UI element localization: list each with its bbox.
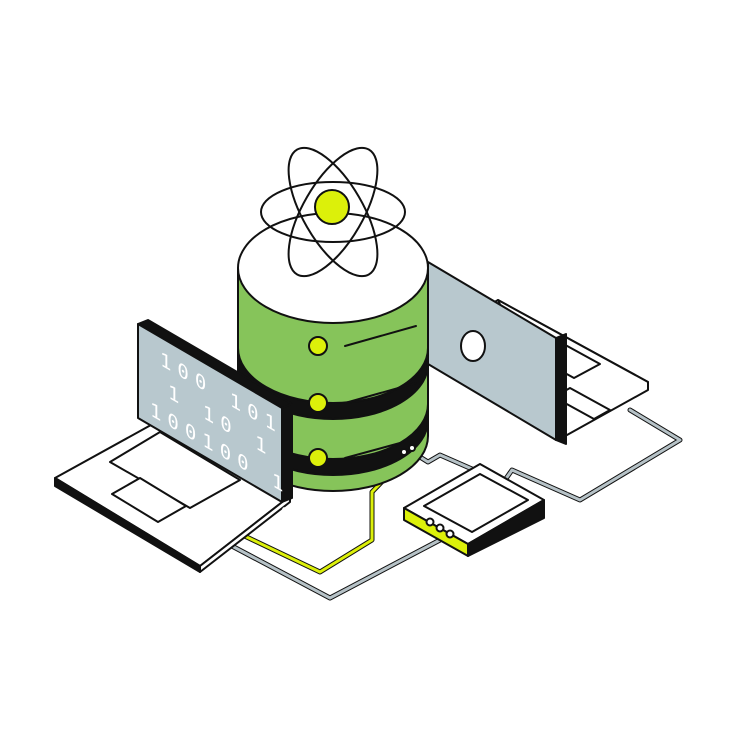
atom-icon	[260, 146, 406, 278]
laptop-right-screen-back	[427, 261, 557, 441]
laptop-left: 100 101 1 10 1 100100 1 100 1 0	[54, 319, 298, 573]
server-led-middle	[308, 393, 328, 413]
server-led-bottom	[308, 448, 328, 468]
atom-nucleus	[314, 189, 350, 225]
server-top-cap	[237, 212, 429, 324]
router-box	[403, 463, 545, 557]
server-led-top	[308, 336, 328, 356]
laptop-right-logo	[460, 330, 486, 362]
laptop-right	[409, 261, 649, 445]
